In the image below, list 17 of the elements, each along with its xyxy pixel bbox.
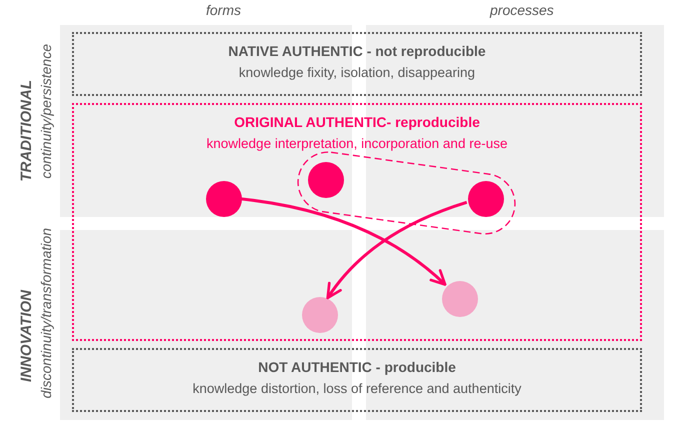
- dotted-box: [72, 348, 642, 412]
- box-description: knowledge interpretation, incorporation and re-use: [206, 136, 508, 151]
- box-heading: NOT AUTHENTIC - producible: [258, 359, 456, 375]
- row-heading: TRADITIONAL: [18, 80, 35, 182]
- box-heading: NATIVE AUTHENTIC - not reproducible: [228, 43, 486, 59]
- dotted-box: [72, 103, 642, 341]
- curved-arrow: [326, 200, 468, 300]
- row-heading: INNOVATION: [18, 290, 35, 382]
- column-heading: forms: [206, 2, 241, 18]
- row-subheading: continuity/persistence: [38, 44, 54, 179]
- column-heading: processes: [490, 2, 554, 18]
- curved-arrow: [240, 197, 446, 286]
- box-description: knowledge distortion, loss of reference and authenticity: [192, 381, 522, 396]
- dotted-box: [72, 32, 642, 96]
- box-heading: ORIGINAL AUTHENTIC- reproducible: [234, 114, 480, 130]
- box-description: knowledge fixity, isolation, disappearing: [238, 65, 476, 80]
- row-subheading: discontinuity/transformation: [38, 228, 54, 398]
